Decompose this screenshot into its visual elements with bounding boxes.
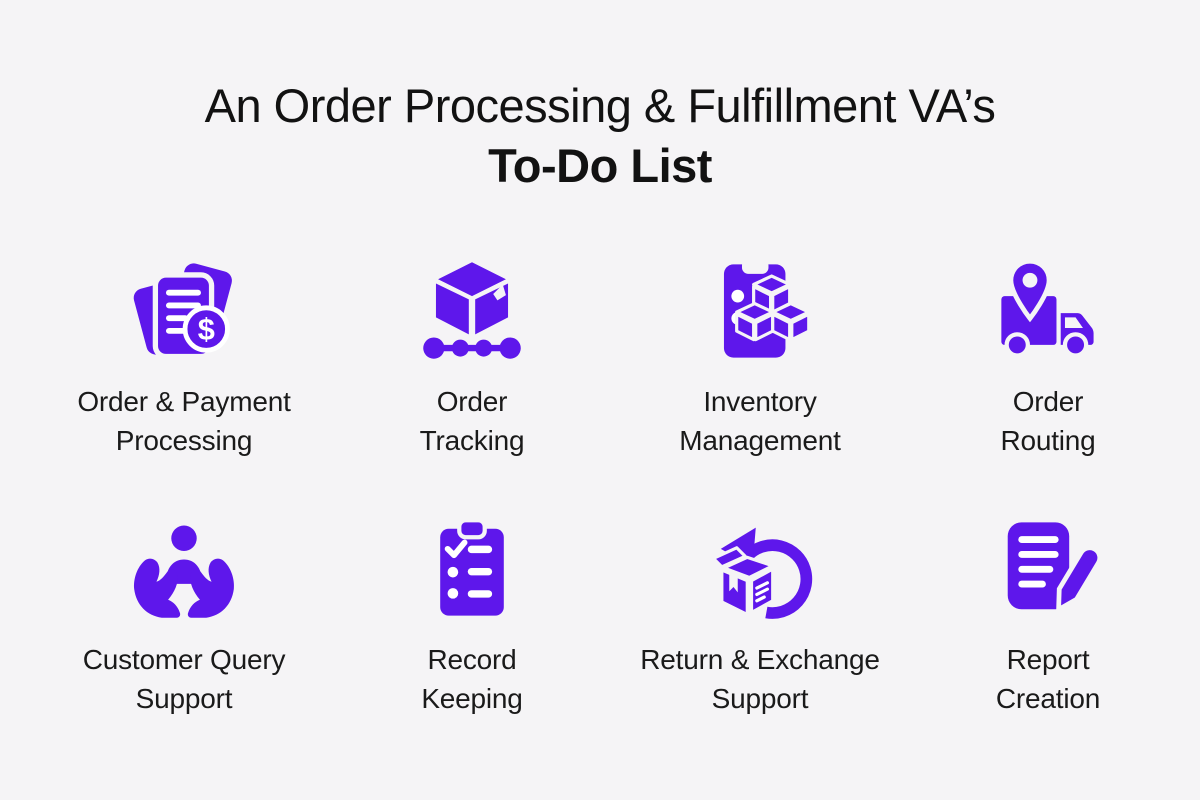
- task-label: Order Routing: [1000, 386, 1096, 456]
- return-package-arrow-icon: [707, 516, 813, 622]
- task-card-customer-query-support: Customer Query Support: [40, 516, 328, 718]
- task-label: Order & Payment Processing: [77, 386, 291, 456]
- task-card-order-payment-processing: $ Order & Payment Processing: [40, 258, 328, 460]
- task-card-order-tracking: Order Tracking: [328, 258, 616, 460]
- task-label: Record Keeping: [421, 644, 523, 714]
- title-line-2: To-Do List: [488, 139, 712, 192]
- task-card-inventory-management: Inventory Management: [616, 258, 904, 460]
- task-label: Order Tracking: [419, 386, 525, 456]
- task-label: Report Creation: [995, 644, 1101, 714]
- task-grid: $ Order & Payment Processing: [40, 258, 1192, 718]
- inventory-clipboard-icon: [707, 258, 813, 364]
- svg-text:$: $: [198, 312, 215, 347]
- task-label: Customer Query Support: [82, 644, 286, 714]
- task-card-record-keeping: Record Keeping: [328, 516, 616, 718]
- package-tracking-icon: [419, 258, 525, 364]
- task-card-return-exchange-support: Return & Exchange Support: [616, 516, 904, 718]
- task-label: Inventory Management: [679, 386, 841, 456]
- report-pen-icon: [995, 516, 1101, 622]
- caring-hands-person-icon: [131, 516, 237, 622]
- task-card-order-routing: Order Routing: [904, 258, 1192, 460]
- title-line-1: An Order Processing & Fulfillment VA’s: [204, 79, 996, 132]
- page-title: An Order Processing & Fulfillment VA’s T…: [0, 0, 1200, 196]
- delivery-truck-pin-icon: [995, 258, 1101, 364]
- task-card-report-creation: Report Creation: [904, 516, 1192, 718]
- checklist-clipboard-icon: [419, 516, 525, 622]
- task-label: Return & Exchange Support: [640, 644, 880, 714]
- payment-documents-icon: $: [131, 258, 237, 364]
